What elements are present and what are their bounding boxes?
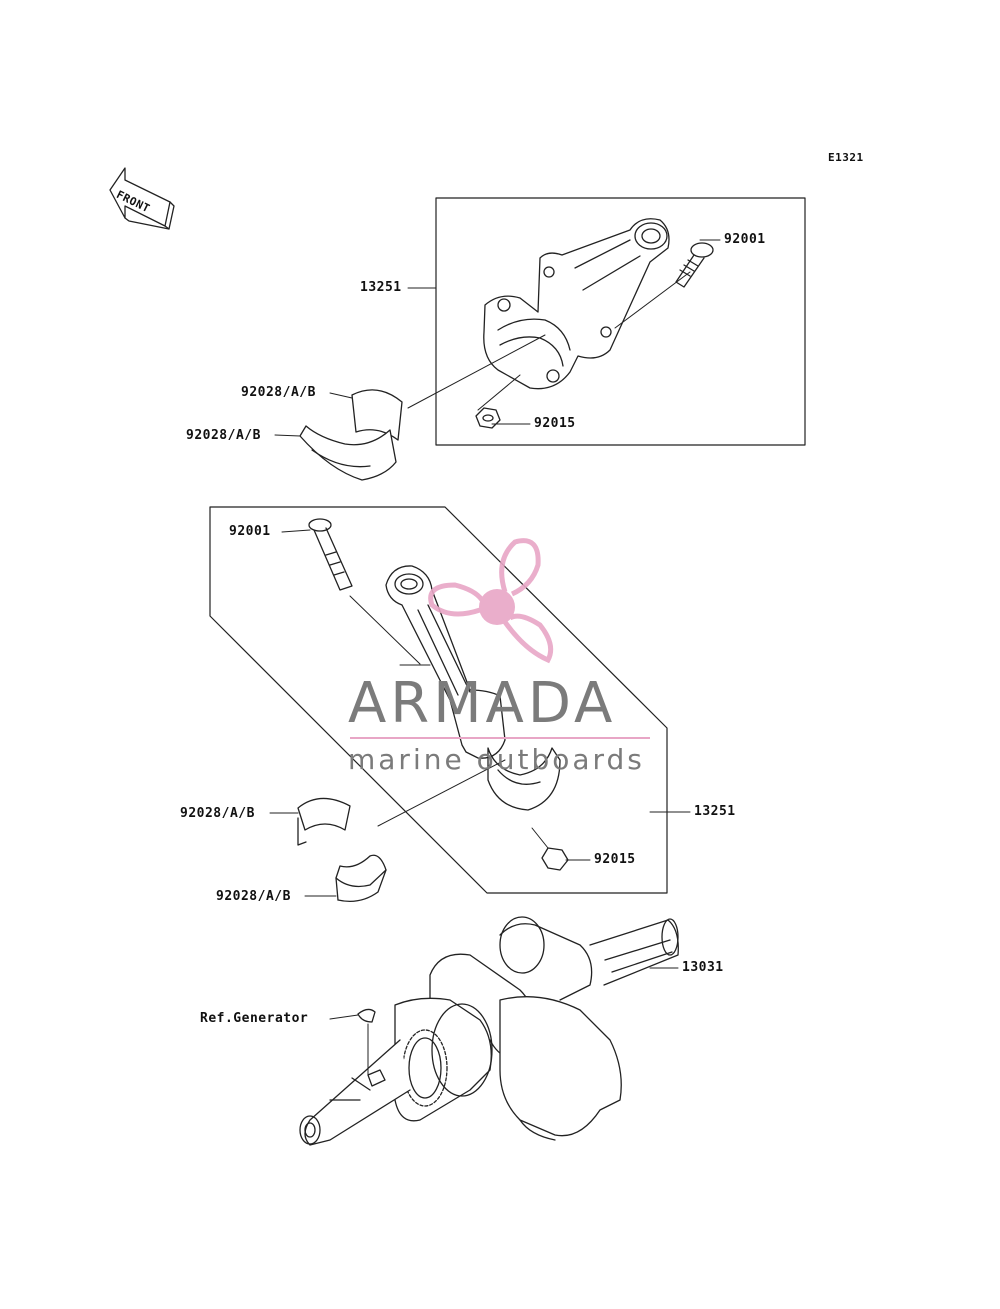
- upper-connecting-rod: [483, 218, 670, 390]
- upper-bearing-shells: [299, 389, 403, 481]
- part-label-crankshaft[interactable]: 13031: [682, 960, 724, 975]
- upper-nut: [475, 407, 501, 429]
- upper-assembly-frame: [435, 197, 806, 446]
- part-label-lower-nut[interactable]: 92015: [594, 852, 636, 867]
- part-label-lower-bearing-2[interactable]: 92028/A/B: [216, 889, 291, 904]
- lower-bearing-shells: [297, 797, 387, 903]
- part-label-upper-bolt[interactable]: 92001: [724, 232, 766, 247]
- diagram-code: E1321: [828, 151, 864, 164]
- part-label-lower-bolt[interactable]: 92001: [229, 524, 271, 539]
- leader-lines: [269, 239, 721, 1020]
- crankshaft: [299, 916, 679, 1146]
- lower-connecting-rod: [385, 565, 561, 811]
- lower-assembly-frame: [209, 506, 668, 894]
- upper-bolt: [675, 242, 714, 288]
- key-icon: [357, 1008, 376, 1023]
- part-label-ref-generator[interactable]: Ref.Generator: [200, 1011, 309, 1026]
- watermark-propeller-icon: [428, 538, 554, 664]
- front-arrow-icon: [109, 167, 175, 230]
- part-label-upper-bearing-2[interactable]: 92028/A/B: [186, 428, 261, 443]
- part-label-lower-bearing-1[interactable]: 92028/A/B: [180, 806, 255, 821]
- lower-bolt: [308, 518, 353, 591]
- part-label-upper-bearing-1[interactable]: 92028/A/B: [241, 385, 316, 400]
- part-label-upper-nut[interactable]: 92015: [534, 416, 576, 431]
- part-label-upper-rod-assembly[interactable]: 13251: [360, 280, 402, 295]
- watermark-brand: ARMADA: [348, 671, 617, 736]
- watermark-tagline: marine outboards: [348, 743, 645, 776]
- lower-nut: [541, 847, 569, 871]
- part-label-lower-rod-assembly[interactable]: 13251: [694, 804, 736, 819]
